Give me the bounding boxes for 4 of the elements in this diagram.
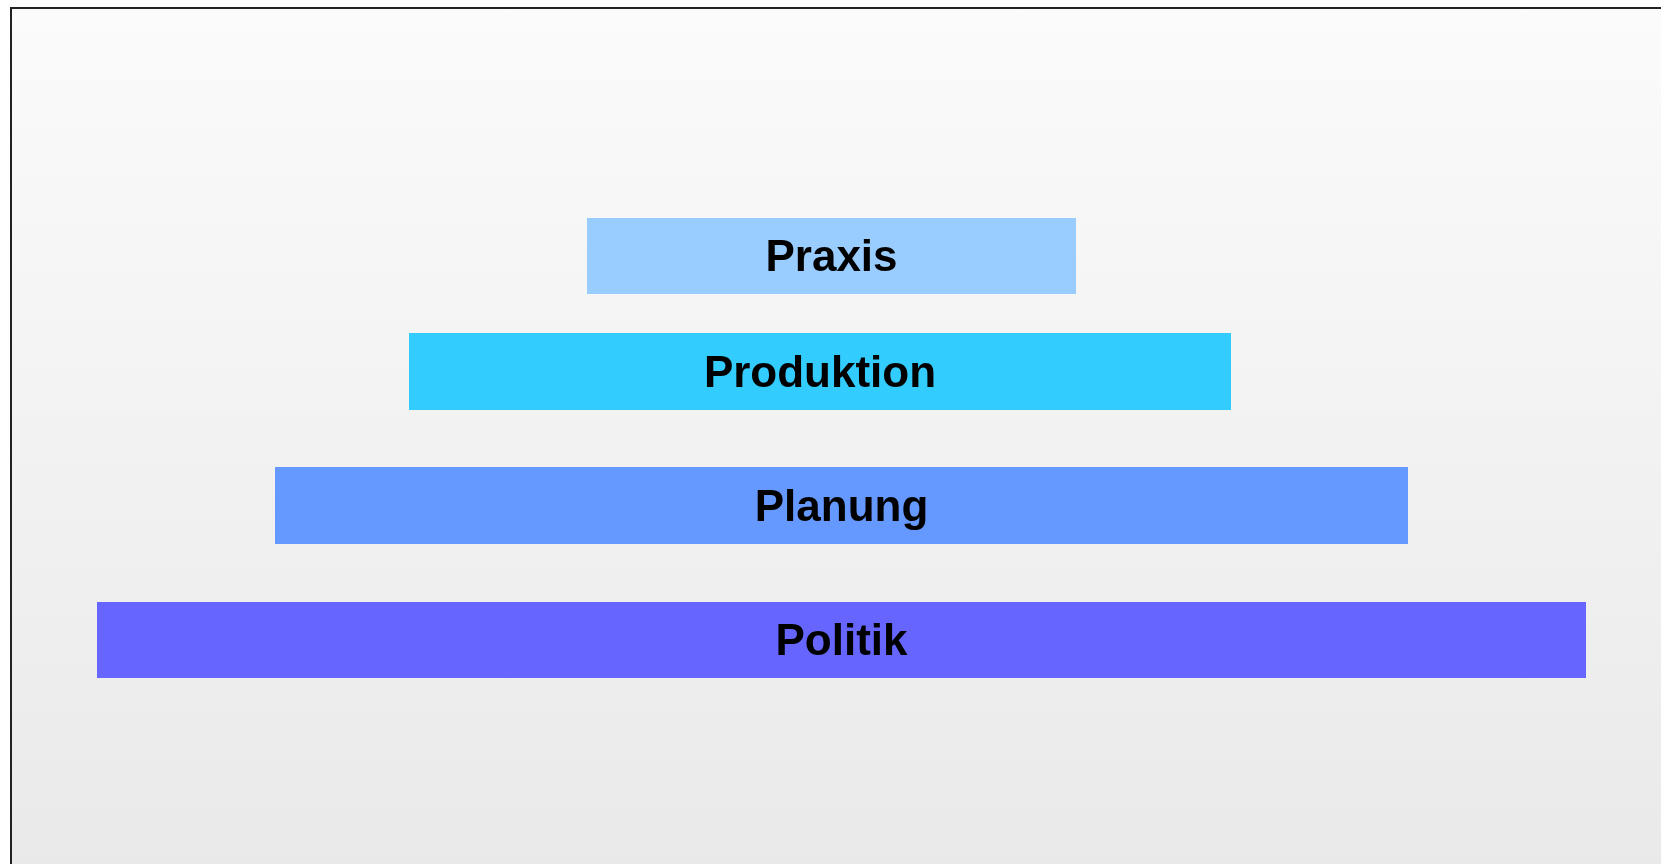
level-bar: Praxis	[587, 218, 1076, 294]
level-bar: Planung	[275, 467, 1408, 544]
level-bar: Produktion	[409, 333, 1231, 410]
level-bar: Politik	[97, 602, 1586, 678]
